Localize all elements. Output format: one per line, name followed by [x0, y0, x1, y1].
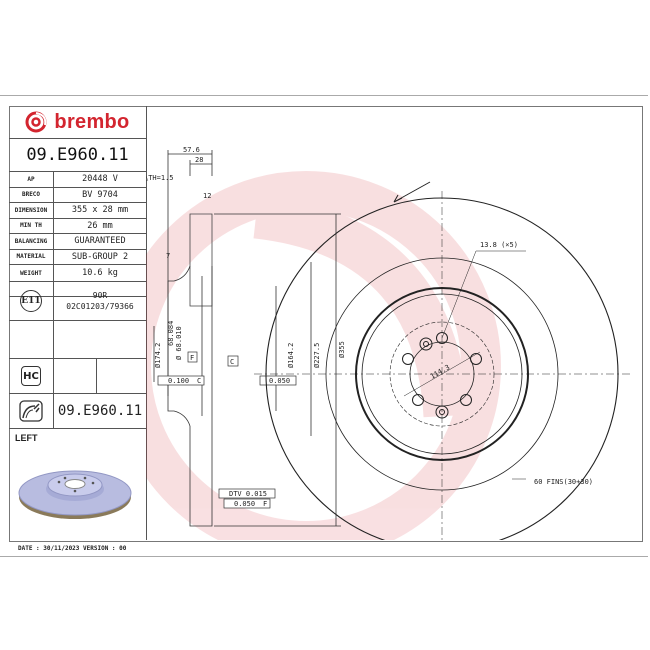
- spec-label: DIMENSION: [9, 203, 54, 218]
- approval-regulation: 90R: [92, 291, 108, 300]
- drawing-frame: [9, 106, 643, 542]
- product-image-area: LEFT: [9, 429, 146, 540]
- datum-c: C: [230, 358, 234, 366]
- dim-offset: 7: [166, 252, 170, 260]
- dim-vane: 12: [203, 192, 211, 200]
- front-view: [254, 181, 630, 540]
- dim-hub-min: Ø 68.010: [175, 326, 183, 360]
- dim-dia-174: Ø174.2: [154, 343, 162, 368]
- approval-number: 02C01203/79366: [66, 302, 134, 311]
- tol-runout-ref: F: [263, 500, 267, 508]
- tol-runout: 0.050: [234, 500, 255, 508]
- spec-label: BALANCING: [9, 234, 54, 249]
- spec-label: WEIGHT: [9, 265, 54, 281]
- spec-label: AP: [9, 172, 54, 187]
- part-number-row: 09.E960.11: [9, 394, 146, 429]
- spec-label: MATERIAL: [9, 249, 54, 264]
- brand-name: brembo: [54, 110, 130, 133]
- spec-value: GUARANTEED: [74, 236, 126, 247]
- dim-dia-164: Ø164.2: [287, 343, 295, 368]
- dim-bolt-holes: 13.8 (×5): [480, 241, 518, 249]
- brand-logo: brembo: [9, 106, 146, 139]
- spec-row-breco: BRECO BV 9704: [9, 187, 146, 203]
- spec-row-balancing: BALANCING GUARANTEED: [9, 234, 146, 250]
- tol-parallelism: 0.100: [168, 377, 189, 385]
- disc-brake-icon: [19, 400, 43, 422]
- dim-dia-355: Ø355: [338, 341, 346, 358]
- drawing-sheet: [0, 95, 648, 557]
- spec-value: SUB-GROUP 2: [71, 251, 129, 262]
- spec-value: 355 x 28 mm: [71, 205, 129, 216]
- spec-row-material: MATERIAL SUB-GROUP 2: [9, 249, 146, 265]
- blank-row: [9, 321, 146, 359]
- spec-row-min-th: MIN TH 26 mm: [9, 218, 146, 234]
- hc-row: HC: [9, 359, 146, 394]
- brembo-logo-icon: [25, 111, 47, 133]
- approval-row: E11 90R 02C01203/79366: [9, 281, 146, 321]
- brembo-watermark-icon: [146, 171, 501, 540]
- tol-flatness: 0.050: [269, 377, 290, 385]
- hc-badge: HC: [21, 366, 41, 386]
- dim-fins: 60 FINS(30+30): [534, 478, 593, 486]
- dim-delta-th: △TH=1.5: [146, 174, 174, 182]
- datum-f: F: [190, 354, 194, 362]
- part-number-repeat: 09.E960.11: [57, 403, 143, 419]
- section-view: [153, 150, 341, 527]
- dim-dia-227: Ø227.5: [313, 343, 321, 368]
- technical-drawing: 57.6 28 △TH=1.5 12 7 Ø174.2 68.084 Ø 68.…: [146, 146, 630, 540]
- e11-approval-badge: E11: [20, 290, 42, 312]
- side-label: LEFT: [15, 433, 38, 443]
- dim-overall-height: 57.6: [183, 146, 200, 154]
- title-block: brembo 09.E960.11 AP 20448 V BRECO BV 97…: [9, 106, 147, 540]
- spec-row-ap: AP 20448 V: [9, 172, 146, 188]
- tol-dtv: DTV 0.015: [229, 490, 267, 498]
- spec-label: MIN TH: [9, 218, 54, 233]
- tol-parallelism-ref: C: [197, 377, 201, 385]
- spec-value: 26 mm: [87, 220, 113, 231]
- date-version: DATE : 30/11/2023 VERSION : 00: [18, 545, 127, 552]
- brake-disc-render: [18, 470, 132, 519]
- spec-label: BRECO: [9, 187, 54, 202]
- spec-value: 20448 V: [82, 174, 118, 185]
- spec-value: 10.6 kg: [82, 268, 118, 278]
- spec-value: BV 9704: [82, 189, 118, 200]
- spec-row-weight: WEIGHT 10.6 kg: [9, 265, 146, 297]
- dim-hub-max: 68.084: [167, 321, 175, 346]
- dim-thickness: 28: [195, 156, 203, 164]
- part-number: 09.E960.11: [9, 139, 146, 172]
- spec-row-dimension: DIMENSION 355 x 28 mm: [9, 203, 146, 219]
